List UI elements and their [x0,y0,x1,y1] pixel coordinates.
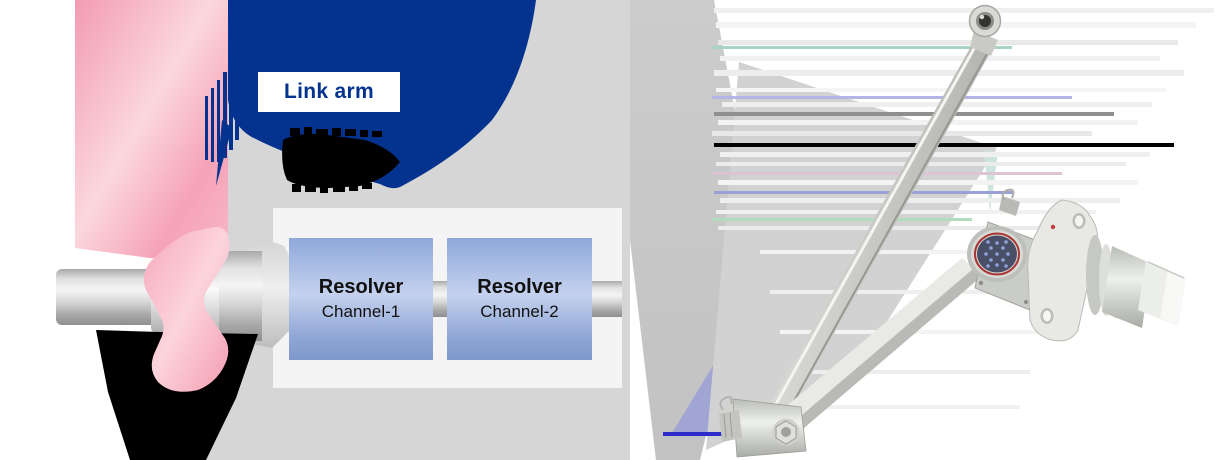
shaft-section-left [56,269,156,325]
glitch-stripes [663,8,1214,436]
redacted-label-blob [282,127,400,193]
resolver-channel-2-box: Resolver Channel-2 [447,238,592,360]
mounting-hardware [999,196,1020,216]
pink-arm-fork [143,227,230,392]
rod-end-bearing [968,4,1002,56]
link-arm-label: Link arm [258,72,400,112]
upper-link-rod [760,34,996,433]
shaft-section-large [217,251,262,341]
resolver-unit [967,188,1186,342]
pivot-block [719,395,807,458]
safety-wire [719,395,733,411]
link-arm-highlight [75,0,230,392]
mounting-flange [1027,199,1098,342]
resolver-body [1086,235,1186,328]
connector [967,188,1044,311]
lower-link-rod [770,258,982,440]
resolver-2-title: Resolver [477,275,562,298]
resolver-2-subtitle: Channel-2 [480,301,559,321]
product-photo [719,4,1186,458]
link-arm-label-text: Link arm [284,80,374,103]
hatch-stripes [205,57,251,162]
red-seal-ring [974,232,1020,276]
resolver-channel-1-box: Resolver Channel-1 [289,238,433,360]
connector-pins [984,240,1010,268]
resolver-1-title: Resolver [318,275,404,298]
resolver-1-subtitle: Channel-1 [321,301,401,321]
pink-band [75,0,228,262]
red-index-mark [1050,224,1056,230]
redaction-blob [282,133,400,188]
